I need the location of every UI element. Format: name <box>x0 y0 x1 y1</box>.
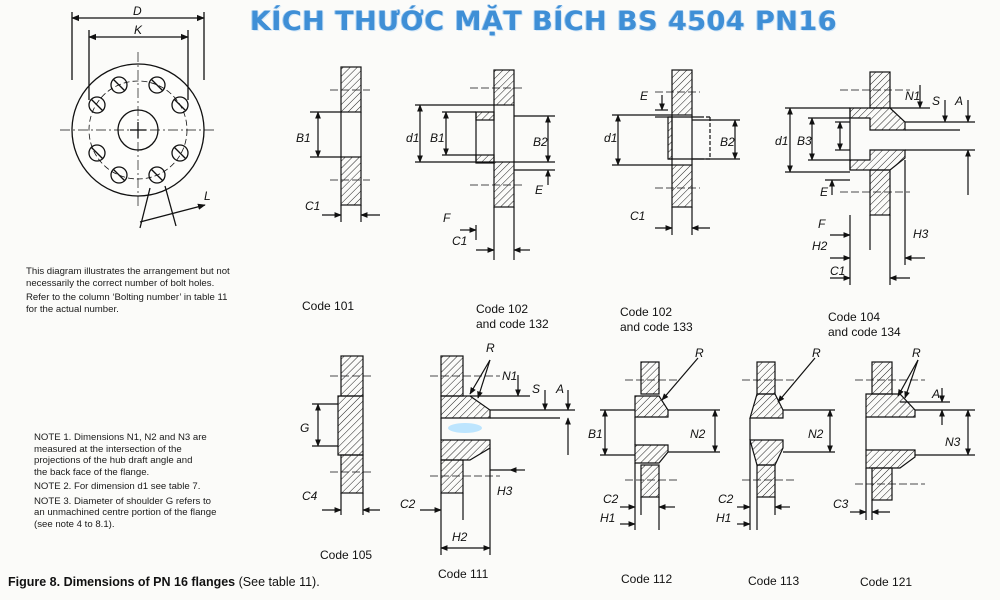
dim-B1-112: B1 <box>588 427 603 441</box>
section-code-121 <box>850 359 975 520</box>
section-code-102-133 <box>612 69 740 235</box>
dim-N1-104: N1 <box>905 89 920 103</box>
dim-E-104: E <box>820 185 829 199</box>
label-code-121: Code 121 <box>860 575 913 589</box>
dim-B2-102: B2 <box>533 135 548 149</box>
dim-C2-113: C2 <box>718 492 734 506</box>
label-code-111: Code 111 <box>438 567 489 581</box>
dim-C3-121: C3 <box>833 497 849 511</box>
dim-H1-112: H1 <box>600 511 615 525</box>
section-code-101 <box>310 66 380 222</box>
dim-G-105: G <box>300 421 309 435</box>
bolt-holes <box>88 76 189 184</box>
section-code-112 <box>600 357 720 530</box>
dim-L: L <box>204 189 211 203</box>
dim-C2-111: C2 <box>400 497 416 511</box>
dim-N1-111: N1 <box>502 369 517 383</box>
dim-C1-102: C1 <box>452 234 467 248</box>
section-code-113 <box>737 357 835 530</box>
dim-A-104: A <box>954 94 963 108</box>
label-code-113: Code 113 <box>748 574 800 588</box>
dim-d1-133: d1 <box>604 131 617 145</box>
dim-H1-113: H1 <box>716 511 731 525</box>
label-code-105: Code 105 <box>320 548 373 562</box>
dim-d1-104: d1 <box>775 134 788 148</box>
label-code-112: Code 112 <box>621 572 673 586</box>
note-3: NOTE 3. Diameter of shoulder G refers to… <box>34 495 217 530</box>
dim-N3-121: N3 <box>945 435 961 449</box>
dim-R-121: R <box>912 346 921 360</box>
dim-C4-105: C4 <box>302 489 318 503</box>
dim-B3-104: B3 <box>797 134 812 148</box>
dim-H3-111: H3 <box>497 484 513 498</box>
dim-H2-104: H2 <box>812 239 828 253</box>
dim-H2-111: H2 <box>452 530 468 544</box>
dim-D: D <box>133 4 142 18</box>
dim-C1-104: C1 <box>830 264 845 278</box>
section-code-102-132 <box>415 69 555 260</box>
section-code-111 <box>420 355 575 555</box>
dim-C1-101: C1 <box>305 199 320 213</box>
dim-E-102: E <box>535 183 544 197</box>
dim-H3-104: H3 <box>913 227 929 241</box>
label-code-101: Code 101 <box>302 299 355 313</box>
dim-A-121: A <box>931 387 940 401</box>
dim-S-111: S <box>532 382 540 396</box>
section-code-104-134 <box>785 71 975 285</box>
page-title: KÍCH THƯỚC MẶT BÍCH BS 4504 PN16 <box>250 6 838 37</box>
dim-E-133: E <box>640 89 649 103</box>
dim-K: K <box>134 23 143 37</box>
dim-R-112: R <box>695 346 704 360</box>
dim-B1-102: B1 <box>430 131 445 145</box>
dim-R-111: R <box>486 341 495 355</box>
dim-d1-102: d1 <box>406 131 419 145</box>
dim-S-104: S <box>932 94 940 108</box>
flange-plan-view <box>60 12 216 229</box>
dim-A-111: A <box>555 382 564 396</box>
dim-N2-112: N2 <box>690 427 706 441</box>
diagram-note: This diagram illustrates the arrangement… <box>26 266 230 315</box>
note-2: NOTE 2. For dimension d1 see table 7. <box>34 481 201 492</box>
section-code-105 <box>312 355 380 515</box>
dim-B1-101: B1 <box>296 131 311 145</box>
dim-C2-112: C2 <box>603 492 619 506</box>
dim-R-113: R <box>812 346 821 360</box>
dim-F-102: F <box>443 211 451 225</box>
dim-F-104: F <box>818 217 826 231</box>
dim-B2-133: B2 <box>720 135 735 149</box>
dim-N2-113: N2 <box>808 427 824 441</box>
watermark-logo <box>448 423 482 433</box>
dim-C1-133: C1 <box>630 209 645 223</box>
figure-caption: Figure 8. Dimensions of PN 16 flanges (S… <box>8 575 320 589</box>
